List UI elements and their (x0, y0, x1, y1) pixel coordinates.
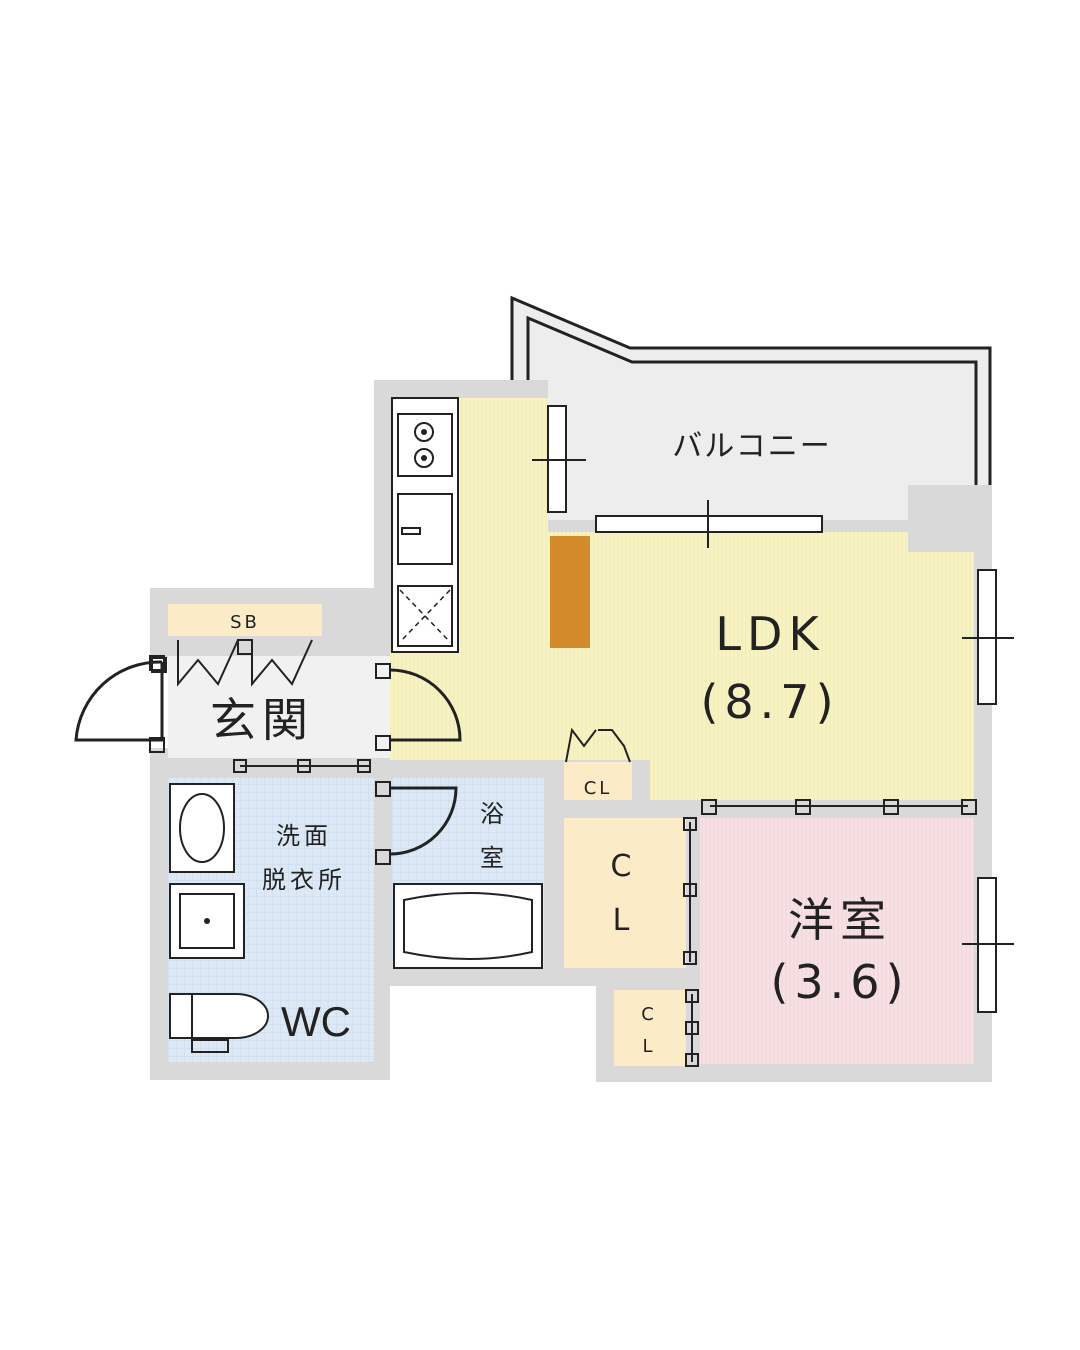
genkan-floor (168, 656, 390, 758)
closet-small-label-l: L (642, 1036, 655, 1057)
ldk-size-label: (8.7) (700, 675, 839, 729)
ldk-closet-door (565, 727, 631, 763)
window-balcony-1 (532, 405, 586, 513)
closet-large-label-l: L (613, 903, 632, 938)
washbasin (169, 783, 235, 873)
window-youshitsu-east (962, 877, 1014, 1013)
balcony (510, 295, 992, 520)
window-ldk-east (962, 569, 1014, 705)
senmen-door (233, 759, 371, 773)
closet-large-label-c: C (611, 849, 634, 884)
closet-sliding-doors (683, 817, 699, 1067)
closet-ldk-label: CL (584, 778, 613, 799)
kitchen-counter (391, 397, 459, 653)
youshitsu-name-label: 洋室 (788, 893, 892, 947)
genkan-label: 玄関 (210, 693, 314, 747)
closet-small-label-c: C (641, 1004, 657, 1025)
bathtub (393, 883, 543, 969)
senmen-label-1: 洗面 (276, 822, 332, 850)
bar-counter (550, 536, 590, 648)
shoe-box-doors (151, 639, 313, 687)
bath-door (375, 781, 458, 865)
closet-ldk-floor (564, 762, 632, 800)
front-door (74, 655, 168, 753)
closet-small-floor (614, 990, 686, 1066)
shoe-box (168, 604, 322, 636)
toilet (169, 993, 269, 1053)
washing-machine-pan (169, 883, 245, 959)
window-balcony-2 (595, 500, 823, 548)
wc-label: WC (281, 998, 351, 1045)
closet-large-floor (564, 818, 686, 968)
bath-label-2: 室 (480, 844, 508, 872)
ldk-name-label: LDK (715, 607, 824, 661)
senmen-label-2: 脱衣所 (262, 866, 346, 894)
ldk-door (375, 663, 462, 751)
youshitsu-doors (701, 799, 977, 815)
shoe-box-label: SB (230, 612, 260, 633)
youshitsu-size-label: (3.6) (770, 955, 909, 1009)
bath-label-1: 浴 (480, 800, 508, 828)
youshitsu-floor (700, 818, 974, 1064)
balcony-label: バルコニー (672, 429, 831, 464)
ldk-floor (390, 398, 974, 800)
